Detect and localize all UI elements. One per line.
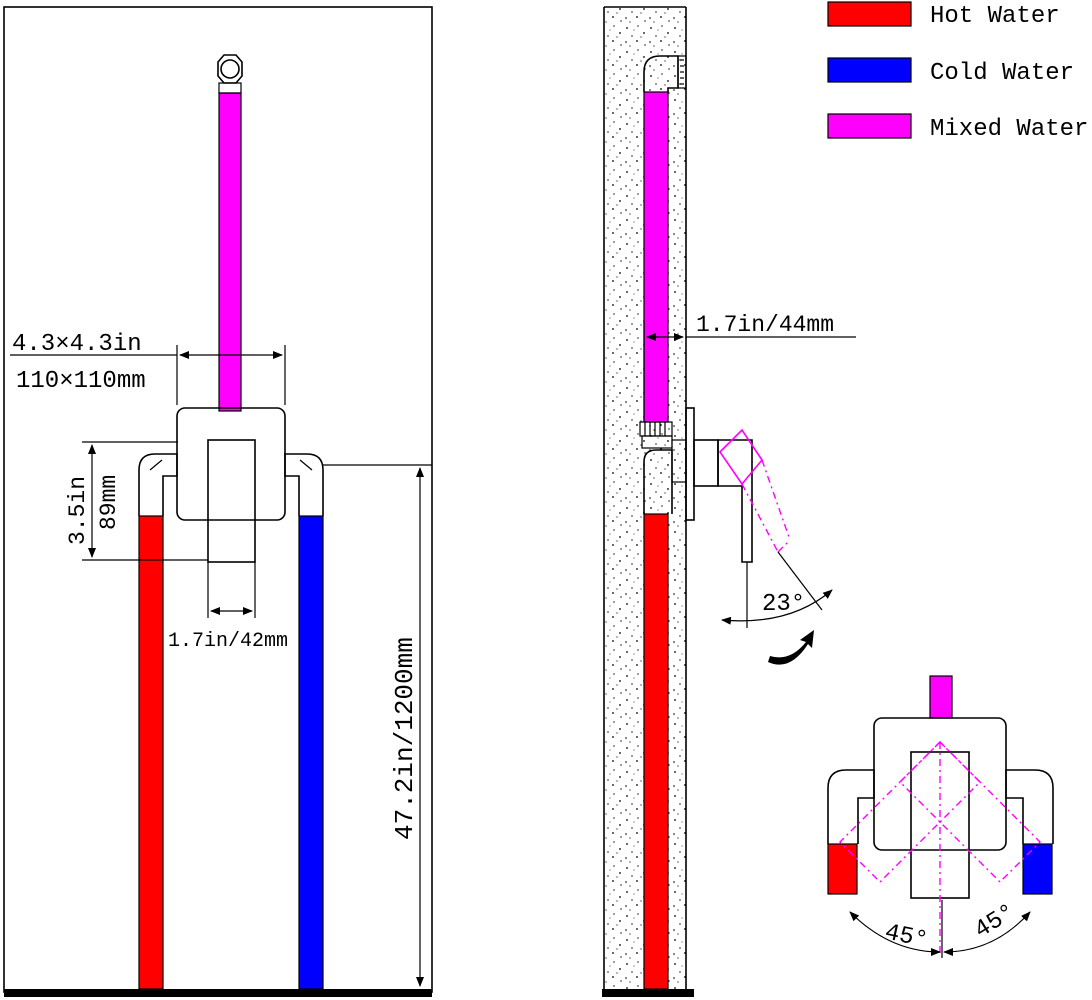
install-height-dimension: 47.2in/1200mm xyxy=(323,464,432,987)
inlet-height-dimension: 3.5in 89mm xyxy=(65,441,208,561)
wall-depth-label: 1.7in/44mm xyxy=(696,312,834,338)
install-height-label: 47.2in/1200mm xyxy=(390,637,420,840)
plate-size-mm-label: 110×110mm xyxy=(16,368,146,395)
inlet-height-mm-label: 89mm xyxy=(96,475,122,530)
detail-hot-pipe xyxy=(827,843,858,895)
legend: Hot Water Cold Water Mixed Water xyxy=(827,1,1088,143)
handle-width-dimension: 1.7in/42mm xyxy=(168,562,288,653)
cover-plate xyxy=(176,407,286,521)
handle-width-label: 1.7in/42mm xyxy=(168,630,288,653)
side-elbow-icon xyxy=(643,55,687,92)
side-mixed-pipe xyxy=(643,91,669,423)
rotate-arrow-icon xyxy=(768,630,814,665)
plate-size-in-label: 4.3×4.3in xyxy=(12,331,142,358)
side-view: 1.7in/44mm 23° xyxy=(602,6,856,997)
floor-line-right xyxy=(602,989,694,997)
hot-inlet-elbow xyxy=(138,453,178,516)
detail-cold-pipe xyxy=(1022,843,1053,895)
legend-swatch-mixed xyxy=(827,113,912,139)
inlet-height-in-label: 3.5in xyxy=(65,476,91,545)
side-handle-rotated xyxy=(718,428,791,553)
side-hot-pipe xyxy=(643,513,669,990)
detail-hot-inlet xyxy=(827,769,875,844)
plate-width-dimension: 4.3×4.3in 110×110mm xyxy=(10,331,286,405)
detail-angle-right-label: 45° xyxy=(970,899,1021,945)
side-cover-plate xyxy=(685,407,695,521)
legend-label-mixed: Mixed Water xyxy=(930,116,1088,143)
detail-view: 45° 45° xyxy=(827,675,1054,958)
legend-swatch-hot xyxy=(827,1,912,27)
detail-rotation-guides xyxy=(839,741,1041,955)
handle-angle-dimension: 23° xyxy=(721,551,833,665)
handle xyxy=(207,439,256,563)
handle-angle-label: 23° xyxy=(762,591,805,618)
detail-handle xyxy=(910,751,970,899)
side-handle-base xyxy=(693,439,719,487)
cold-water-pipe xyxy=(298,515,324,990)
front-view: 4.3×4.3in 110×110mm 3.5in 89mm 1.7in/42m… xyxy=(3,6,433,997)
side-handle xyxy=(717,439,753,563)
cold-inlet-elbow xyxy=(284,453,324,516)
mixed-water-pipe xyxy=(218,92,242,412)
detail-cold-inlet xyxy=(1005,769,1054,844)
detail-mixed-pipe xyxy=(929,675,953,719)
floor-line-left xyxy=(4,989,432,997)
elbow-fitting-icon xyxy=(217,54,243,94)
legend-label-hot: Hot Water xyxy=(930,3,1060,30)
legend-swatch-cold xyxy=(827,57,912,83)
wall-depth-dimension: 1.7in/44mm xyxy=(643,312,856,422)
hot-water-pipe xyxy=(138,515,164,990)
legend-label-cold: Cold Water xyxy=(930,60,1074,87)
detail-angle-left-label: 45° xyxy=(882,919,930,954)
